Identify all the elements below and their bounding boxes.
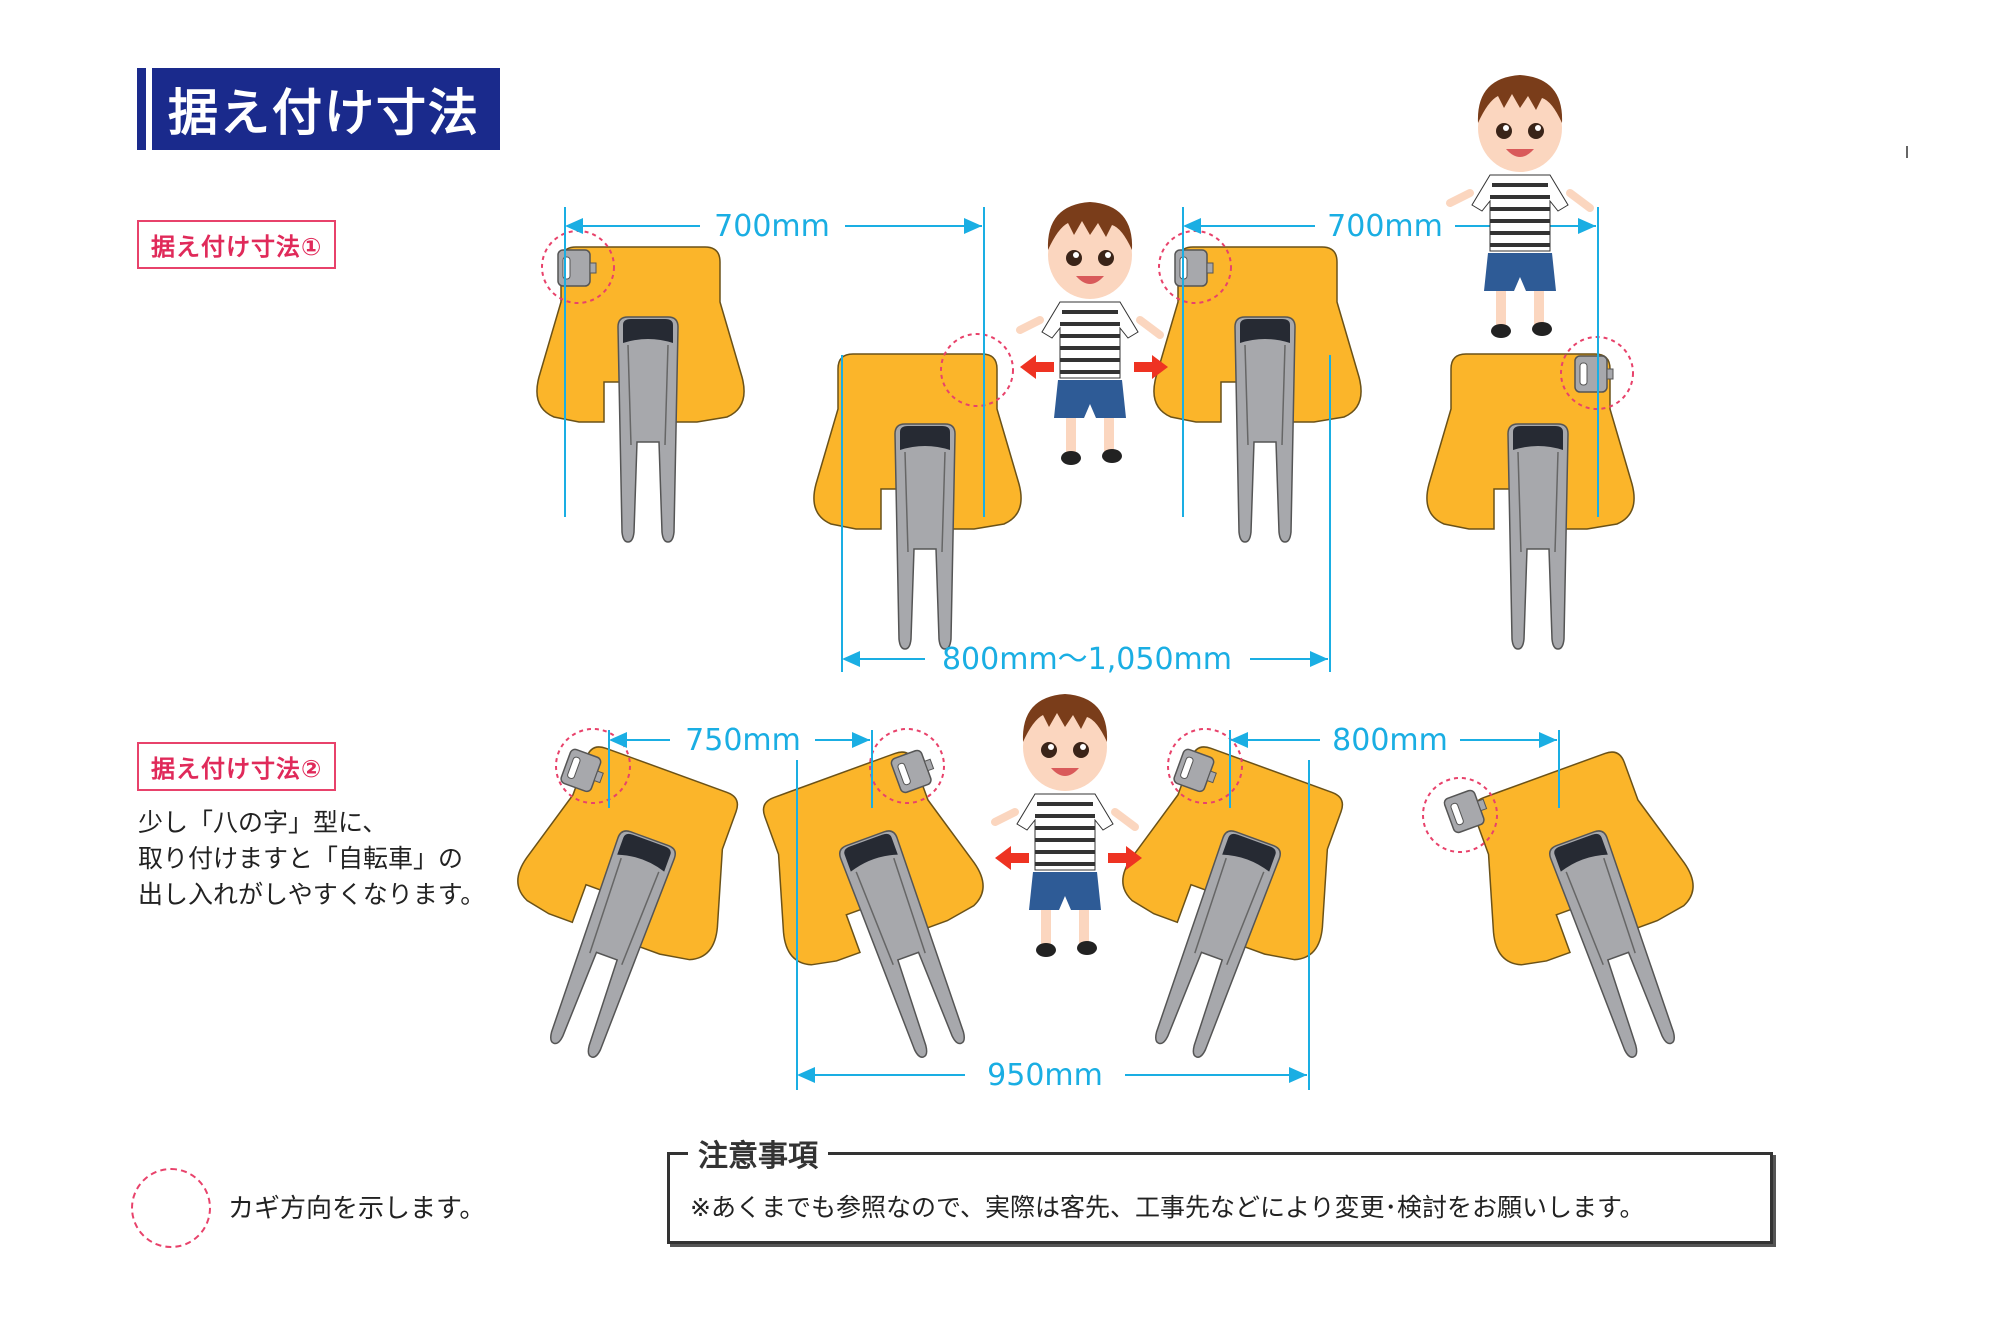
description-line: 少し「八の字」型に、 <box>138 808 388 837</box>
description-line: 取り付けますと「自転車」の <box>138 844 464 873</box>
key-direction-circle <box>1422 777 1498 853</box>
key-direction-circle <box>940 333 1014 407</box>
dimension-label: 750mm <box>685 723 801 758</box>
rack-unit <box>467 734 765 1084</box>
section-2-label: 据え付け寸法② <box>137 742 337 791</box>
key-direction-circle <box>869 728 945 804</box>
key-icon <box>1174 249 1214 287</box>
section-2-description: 少し「八の字」型に、 取り付けますと「自転車」の 出し入れがしやすくなります。 <box>138 805 485 913</box>
dimension-label: 800mm <box>1332 723 1448 758</box>
title-stripe <box>137 68 146 150</box>
key-direction-circle <box>1167 728 1243 804</box>
key-icon <box>557 249 597 287</box>
section-1-diagram: 700mm 700mm 800mm～1,050mm <box>536 75 1635 677</box>
dimension-label: 950mm <box>987 1058 1103 1093</box>
notice-title: 注意事項 <box>688 1131 828 1175</box>
child-illustration <box>995 694 1135 957</box>
section-1-label: 据え付け寸法① <box>137 220 337 269</box>
legend-text: カギ方向を示します。 <box>228 1194 486 1224</box>
page-title: 据え付け寸法 <box>137 68 500 150</box>
description-line: 出し入れがしやすくなります。 <box>138 880 486 909</box>
key-direction-legend-icon <box>131 1168 211 1248</box>
section-2-diagram: 750mm 800mm 950mm <box>467 694 1744 1093</box>
key-icon <box>1574 355 1614 393</box>
rack-unit <box>1072 734 1370 1084</box>
key-direction-circle <box>555 728 631 804</box>
title-box: 据え付け寸法 <box>152 68 500 150</box>
arrow-left-icon <box>995 846 1029 870</box>
notice-box <box>667 1152 1773 1244</box>
rack-unit <box>736 739 1034 1089</box>
rack-unit <box>536 246 745 543</box>
child-illustration <box>1450 75 1590 338</box>
dimension-label: 800mm～1,050mm <box>942 642 1232 677</box>
title-text: 据え付け寸法 <box>168 84 480 142</box>
page-mark <box>1906 146 1908 158</box>
rack-unit <box>1446 739 1744 1089</box>
dimension-label: 700mm <box>714 209 830 244</box>
child-illustration <box>1020 202 1160 465</box>
arrow-left-icon <box>1020 355 1054 379</box>
dimension-label: 700mm <box>1327 209 1443 244</box>
rack-unit <box>813 353 1022 650</box>
notice-text: ※あくまでも参照なので、実際は客先、工事先などにより変更･検討をお願いします。 <box>690 1193 1645 1222</box>
rack-unit <box>1426 353 1635 650</box>
